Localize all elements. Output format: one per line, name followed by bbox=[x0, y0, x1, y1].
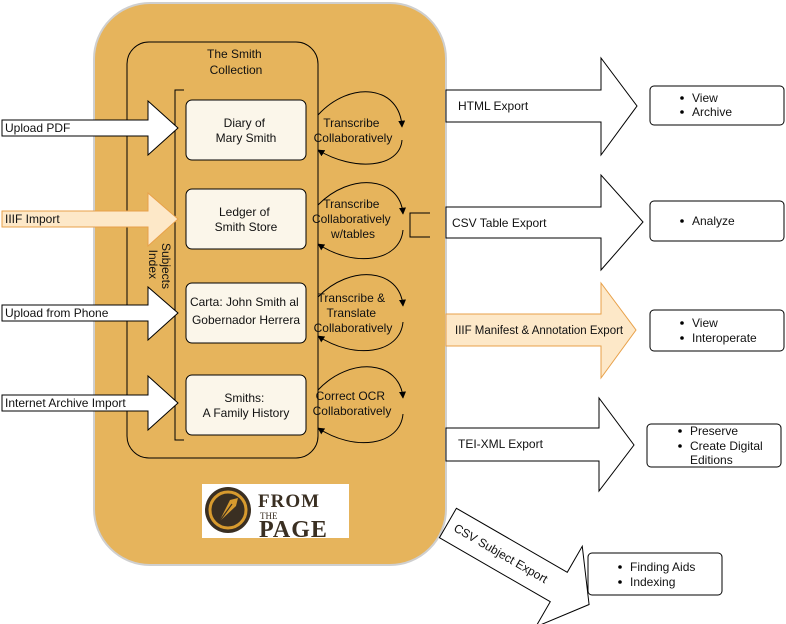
export-html[interactable]: HTML Export bbox=[445, 56, 638, 157]
document-label: Smiths: A Family History bbox=[203, 391, 290, 420]
index-subjects-bracket bbox=[174, 89, 184, 441]
index-subjects-label: Index Subjects bbox=[146, 243, 173, 289]
use-item: Create Digital bbox=[690, 439, 763, 453]
input-label: Upload from Phone bbox=[5, 306, 109, 320]
document-carta[interactable]: Carta: John Smith al Gobernador Herrera bbox=[185, 282, 307, 344]
document-label: Carta: John Smith al Gobernador Herrera bbox=[190, 295, 302, 327]
use-item: View bbox=[692, 91, 718, 105]
export-tei-xml[interactable]: TEI-XML Export bbox=[445, 396, 635, 493]
collection-title: The Smith Collection bbox=[207, 47, 265, 77]
task-label: Correct OCR Collaboratively bbox=[313, 389, 392, 418]
input-internet-archive-import[interactable]: Internet Archive Import bbox=[1, 374, 179, 432]
export-csv-table[interactable]: CSV Table Export bbox=[445, 173, 644, 272]
fromthepage-logo: FROM THE PAGE bbox=[202, 484, 349, 543]
export-label: IIIF Manifest & Annotation Export bbox=[455, 325, 624, 337]
input-iiif-import[interactable]: IIIF Import bbox=[1, 191, 179, 248]
export-iiif-manifest[interactable]: IIIF Manifest & Annotation Export bbox=[445, 281, 637, 380]
uses-tei-xml: Preserve Create Digital Editions bbox=[646, 423, 782, 468]
input-label: Upload PDF bbox=[5, 121, 70, 135]
export-label: HTML Export bbox=[458, 99, 529, 113]
logo-word-page: PAGE bbox=[259, 517, 328, 543]
input-label: Internet Archive Import bbox=[5, 396, 126, 410]
use-item: Interoperate bbox=[692, 331, 757, 345]
task-loop-transcribe-tables: Transcribe Collaboratively w/tables bbox=[312, 182, 406, 260]
task-loop-transcribe: Transcribe Collaboratively bbox=[314, 91, 406, 165]
use-item: View bbox=[692, 316, 718, 330]
csv-table-connector bbox=[409, 212, 430, 238]
export-label: CSV Table Export bbox=[452, 216, 547, 230]
uses-csv-subject: Finding Aids Indexing bbox=[587, 552, 723, 596]
task-label: Transcribe Collaboratively w/tables bbox=[312, 197, 394, 241]
input-upload-pdf[interactable]: Upload PDF bbox=[1, 99, 179, 157]
document-label: Diary of Mary Smith bbox=[216, 116, 277, 145]
uses-csv-table: Analyze bbox=[649, 200, 785, 242]
input-label: IIIF Import bbox=[5, 212, 60, 226]
task-loop-correct-ocr: Correct OCR Collaboratively bbox=[313, 366, 406, 444]
export-label: TEI-XML Export bbox=[458, 437, 544, 451]
input-upload-from-phone[interactable]: Upload from Phone bbox=[1, 285, 179, 342]
task-label: Transcribe Collaboratively bbox=[314, 116, 393, 145]
use-item: Indexing bbox=[630, 575, 675, 589]
use-item: Editions bbox=[690, 453, 733, 467]
task-loop-transcribe-translate: Transcribe & Translate Collaboratively bbox=[314, 274, 406, 352]
logo-word-the: THE bbox=[260, 511, 278, 521]
document-label: Ledger of Smith Store bbox=[215, 205, 278, 234]
use-item: Analyze bbox=[692, 214, 735, 228]
task-label: Transcribe & Translate Collaboratively bbox=[314, 291, 393, 335]
use-item: Preserve bbox=[690, 424, 738, 438]
uses-iiif-manifest: View Interoperate bbox=[649, 309, 785, 352]
document-ledger[interactable]: Ledger of Smith Store bbox=[185, 188, 307, 250]
use-item: Archive bbox=[692, 105, 732, 119]
use-item: Finding Aids bbox=[630, 560, 695, 574]
logo-word-from: FROM bbox=[258, 491, 320, 512]
export-csv-subject[interactable]: CSV Subject Export bbox=[425, 482, 613, 624]
document-smiths-family-history[interactable]: Smiths: A Family History bbox=[185, 374, 307, 436]
document-diary[interactable]: Diary of Mary Smith bbox=[185, 99, 307, 161]
uses-html: View Archive bbox=[649, 85, 785, 126]
